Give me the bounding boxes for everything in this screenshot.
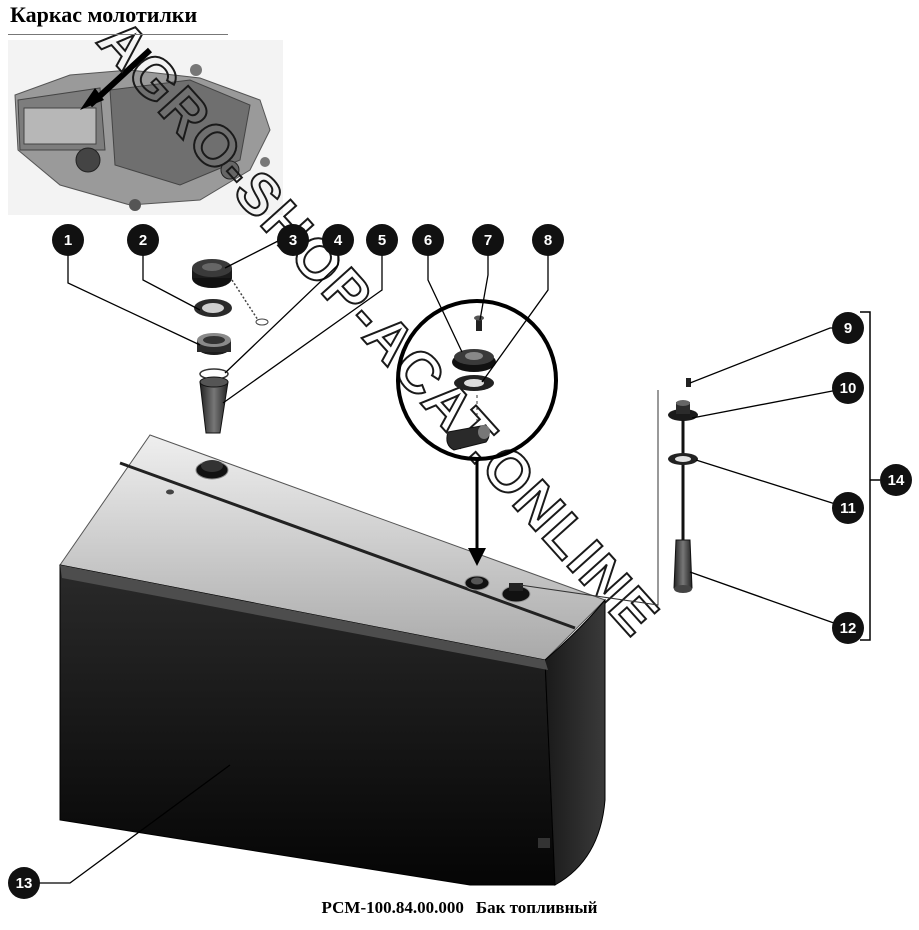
svg-text:12: 12 — [840, 620, 857, 637]
drawing-caption: РСМ-100.84.00.000 Бак топливный — [0, 898, 919, 918]
callout-5: 5 — [366, 224, 398, 256]
callout-3: 3 — [277, 224, 309, 256]
filler-cap-assembly — [192, 259, 269, 434]
svg-text:14: 14 — [888, 472, 905, 489]
callout-6: 6 — [412, 224, 444, 256]
callout-4: 4 — [322, 224, 354, 256]
callout-10: 10 — [832, 372, 864, 404]
svg-text:2: 2 — [139, 232, 147, 249]
callout-13: 13 — [8, 867, 40, 899]
fuel-tank — [59, 434, 606, 886]
callout-12: 12 — [832, 612, 864, 644]
svg-text:1: 1 — [64, 232, 72, 249]
svg-text:13: 13 — [16, 875, 33, 892]
svg-text:5: 5 — [378, 232, 386, 249]
inset-machine-frame — [8, 40, 283, 215]
svg-text:10: 10 — [840, 380, 857, 397]
svg-text:11: 11 — [840, 500, 856, 517]
svg-text:9: 9 — [844, 320, 852, 337]
svg-text:7: 7 — [484, 232, 492, 249]
inset-title-rule — [8, 34, 228, 35]
inset-title: Каркас молотилки — [10, 2, 198, 27]
group-bracket-14 — [860, 311, 880, 641]
drawing-code: РСМ-100.84.00.000 — [321, 898, 464, 917]
callout-8: 8 — [532, 224, 564, 256]
svg-text:6: 6 — [424, 232, 432, 249]
callout-11: 11 — [832, 492, 864, 524]
drawing-name: Бак топливный — [475, 898, 598, 917]
svg-text:3: 3 — [289, 232, 297, 249]
callout-7: 7 — [472, 224, 504, 256]
svg-text:8: 8 — [544, 232, 552, 249]
svg-text:4: 4 — [334, 232, 343, 249]
callout-9: 9 — [832, 312, 864, 344]
level-sensor-assembly — [519, 378, 698, 606]
callouts: 1 2 3 4 5 6 7 8 9 10 11 12 13 14 — [8, 224, 912, 899]
callout-2: 2 — [127, 224, 159, 256]
fuel-sender-detail — [396, 299, 558, 566]
callout-1: 1 — [52, 224, 84, 256]
callout-14: 14 — [880, 464, 912, 496]
